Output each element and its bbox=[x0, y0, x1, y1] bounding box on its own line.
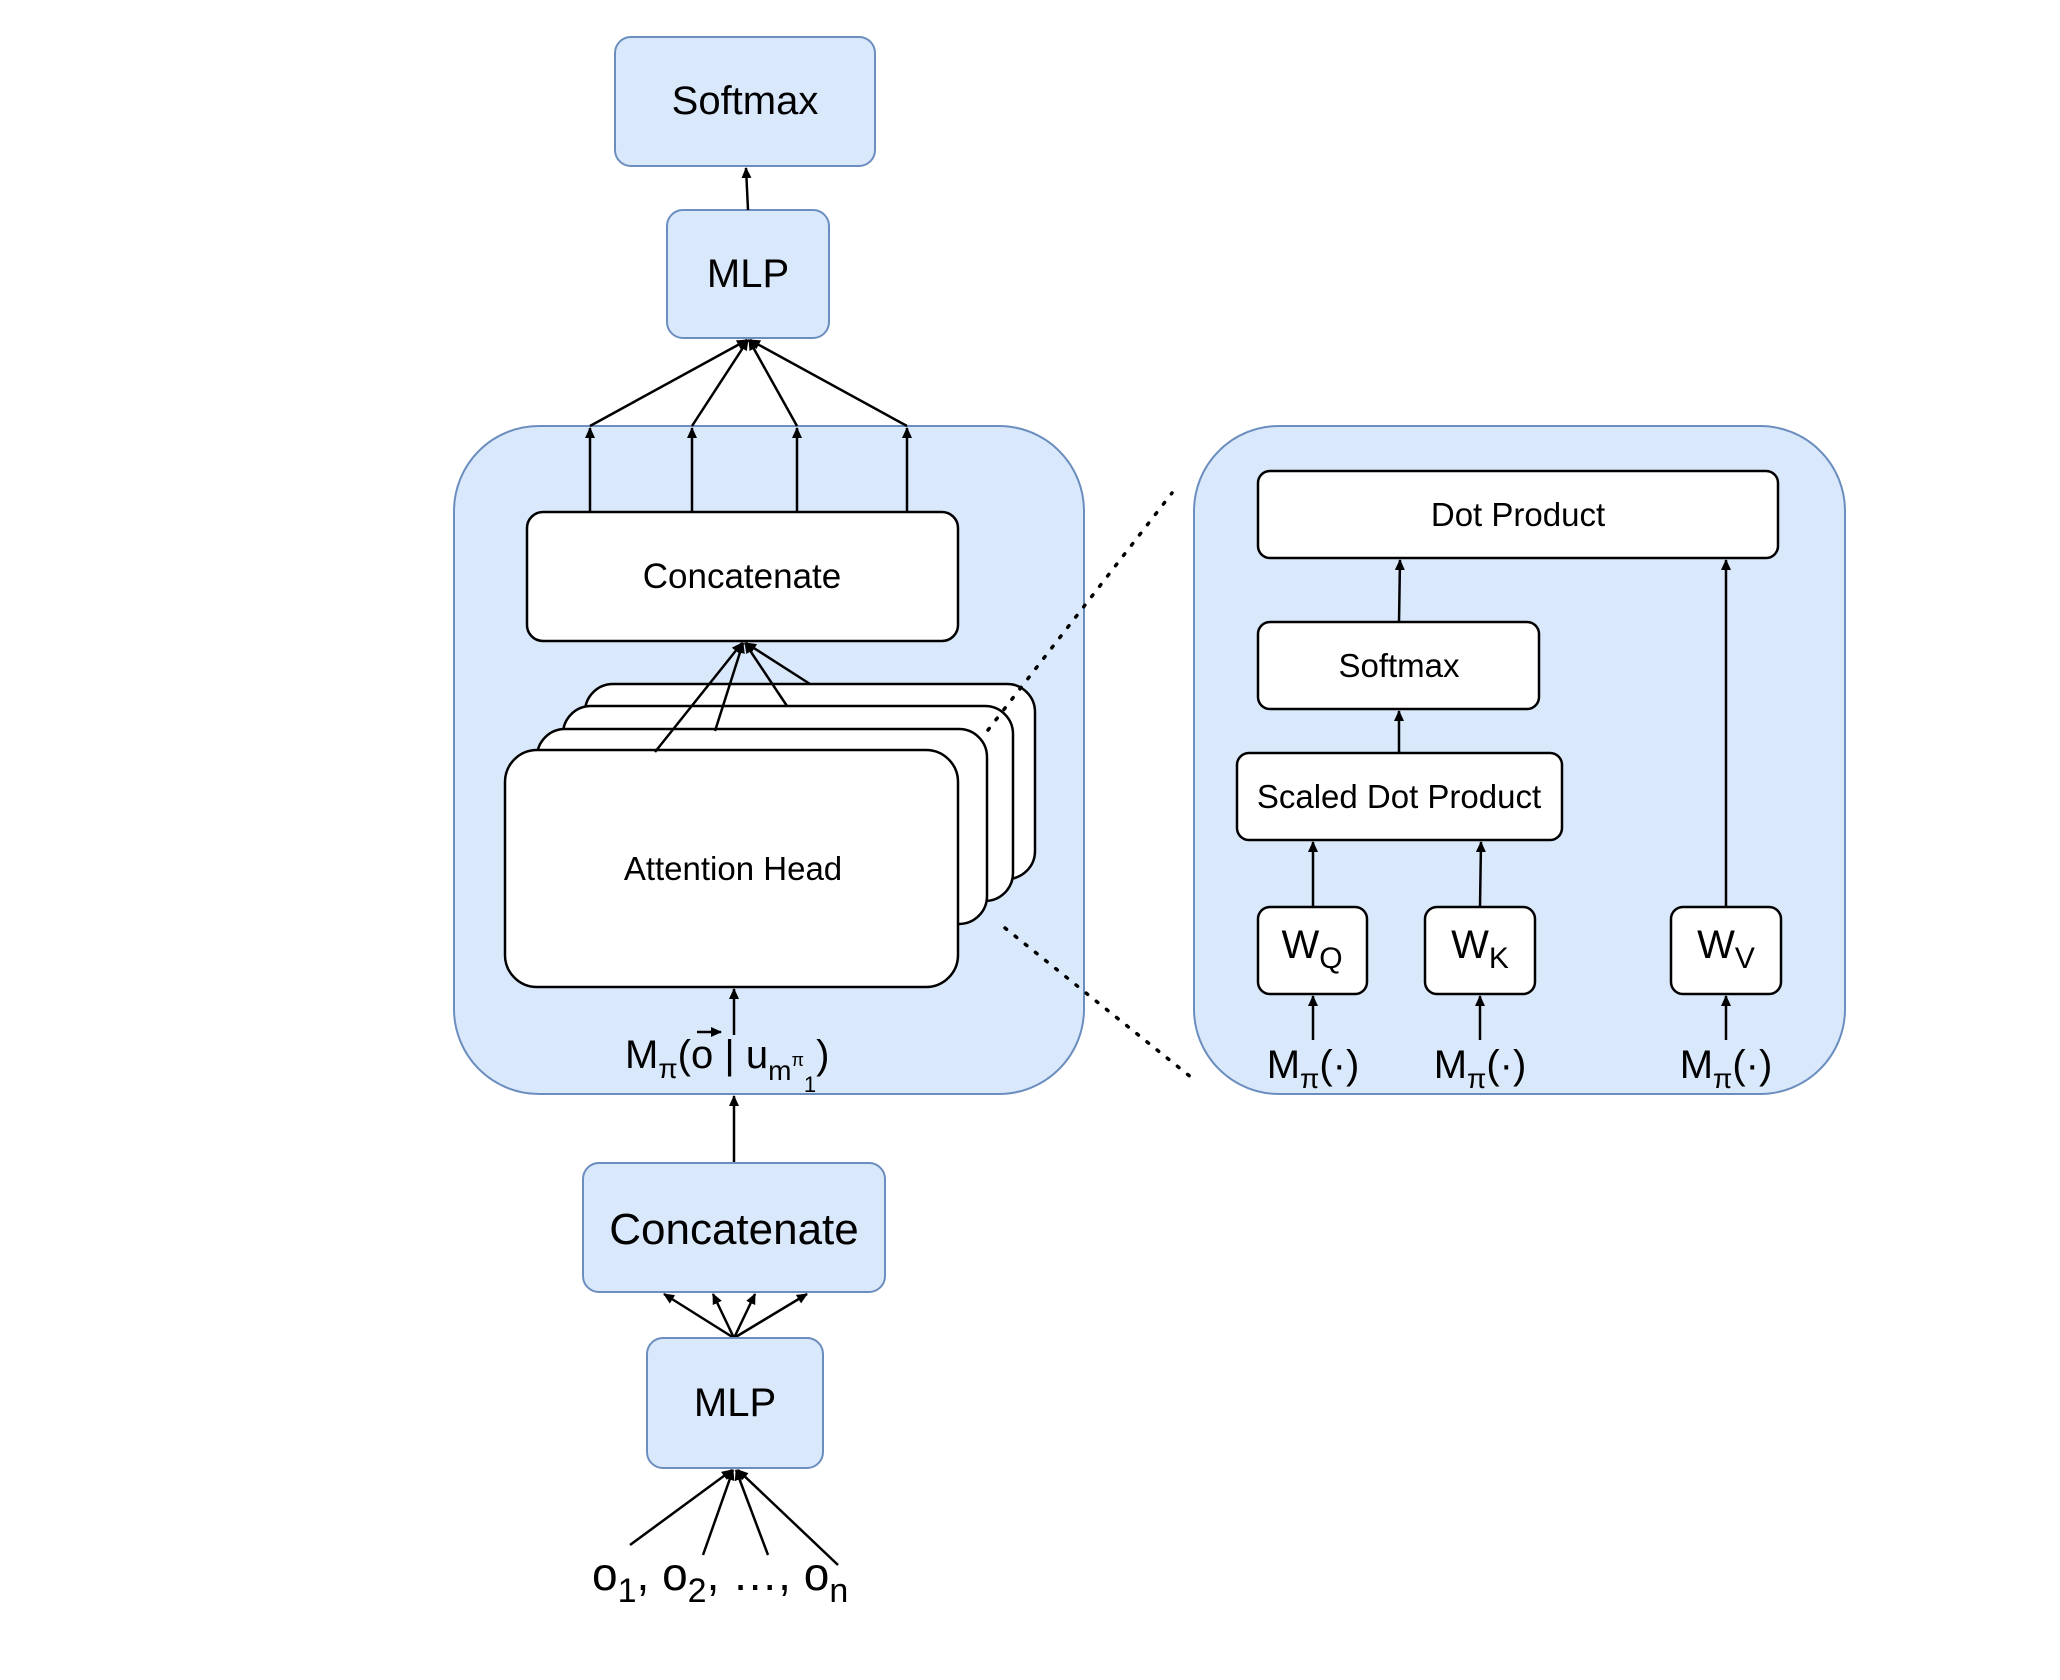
wq-node: WQ bbox=[1256, 905, 1369, 996]
edges-mlp-to-concat bbox=[663, 1292, 808, 1340]
edge-wk-to-scaled bbox=[1475, 841, 1486, 908]
edges-concat-outputs bbox=[585, 427, 912, 512]
zoom-line-top bbox=[986, 491, 1174, 732]
top-softmax-node: Softmax bbox=[614, 36, 876, 167]
wq-input-label: Mπ(·) bbox=[1267, 1043, 1360, 1094]
svg-text:Scaled Dot Product: Scaled Dot Product bbox=[1257, 778, 1541, 815]
svg-text:Dot Product: Dot Product bbox=[1431, 496, 1605, 533]
bottom-concatenate-node: Concatenate bbox=[582, 1162, 886, 1293]
svg-text:Concatenate: Concatenate bbox=[609, 1205, 859, 1254]
svg-text:MLP: MLP bbox=[707, 252, 789, 296]
edges-inputs-to-mlp bbox=[629, 1468, 839, 1566]
top-mlp-node: MLP bbox=[666, 209, 830, 339]
svg-text:WQ: WQ bbox=[1281, 923, 1342, 975]
svg-text:WV: WV bbox=[1697, 923, 1755, 975]
heads-concatenate-node: Concatenate bbox=[525, 510, 960, 643]
dot-product-node: Dot Product bbox=[1256, 469, 1780, 560]
edges-to-top-mlp bbox=[589, 338, 908, 428]
wv-node: WV bbox=[1669, 905, 1783, 996]
detail-softmax-node: Softmax bbox=[1256, 620, 1541, 711]
scaled-dot-product-node: Scaled Dot Product bbox=[1235, 751, 1564, 842]
edge-mlp-softmax bbox=[741, 167, 752, 211]
head-input-label: Mπ(o | umπ1) bbox=[625, 1027, 829, 1097]
svg-text:MLP: MLP bbox=[694, 1381, 776, 1425]
svg-text:Mπ(o | umπ1): Mπ(o | umπ1) bbox=[625, 1033, 829, 1097]
edges-heads-to-concat bbox=[654, 641, 811, 753]
edge-softmax-to-dot bbox=[1394, 559, 1405, 623]
wk-node: WK bbox=[1423, 905, 1537, 996]
svg-text:Softmax: Softmax bbox=[1338, 647, 1460, 684]
wv-input-label: Mπ(·) bbox=[1680, 1043, 1773, 1094]
zoom-line-bottom bbox=[1003, 926, 1194, 1080]
bottom-mlp-node: MLP bbox=[646, 1337, 824, 1469]
svg-text:WK: WK bbox=[1451, 923, 1509, 975]
observations-label: o1, o2, …, on bbox=[592, 1548, 848, 1610]
svg-text:Softmax: Softmax bbox=[672, 79, 819, 123]
wk-input-label: Mπ(·) bbox=[1434, 1043, 1527, 1094]
svg-text:Concatenate: Concatenate bbox=[643, 557, 841, 596]
attention-head-stack: Attention Head bbox=[503, 682, 1037, 989]
attention-head-label: Attention Head bbox=[624, 850, 842, 887]
